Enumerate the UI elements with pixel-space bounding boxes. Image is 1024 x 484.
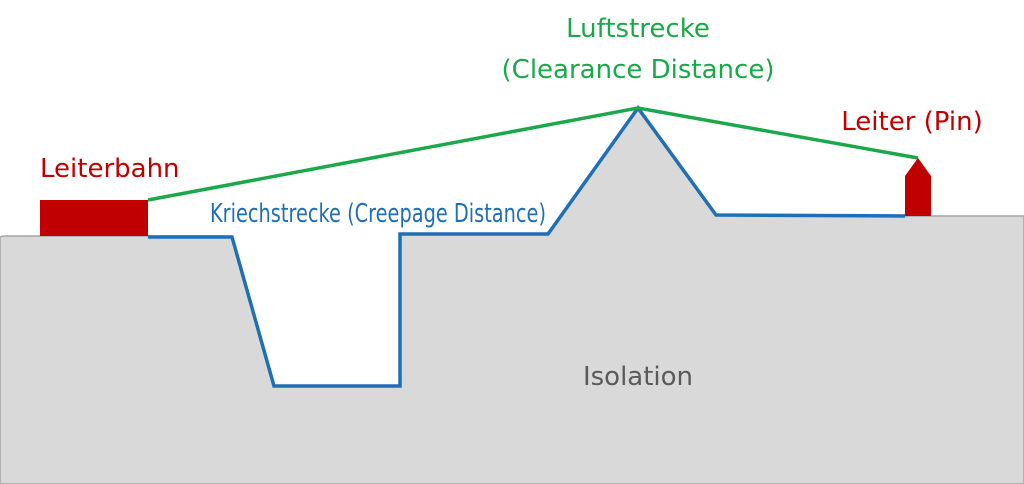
conductor-track: [40, 200, 148, 236]
label-creepage: Kriechstrecke (Creepage Distance): [210, 199, 546, 229]
label-clearance-title: Luftstrecke: [566, 14, 710, 44]
label-insulation: Isolation: [583, 362, 693, 392]
clearance-path: [147, 106, 919, 202]
label-clearance-subtitle: (Clearance Distance): [502, 55, 775, 85]
creepage-path: [148, 105, 906, 388]
label-conductor-track: Leiterbahn: [40, 154, 180, 184]
conductor-pin: [905, 158, 931, 216]
label-conductor-pin: Leiter (Pin): [841, 107, 983, 137]
